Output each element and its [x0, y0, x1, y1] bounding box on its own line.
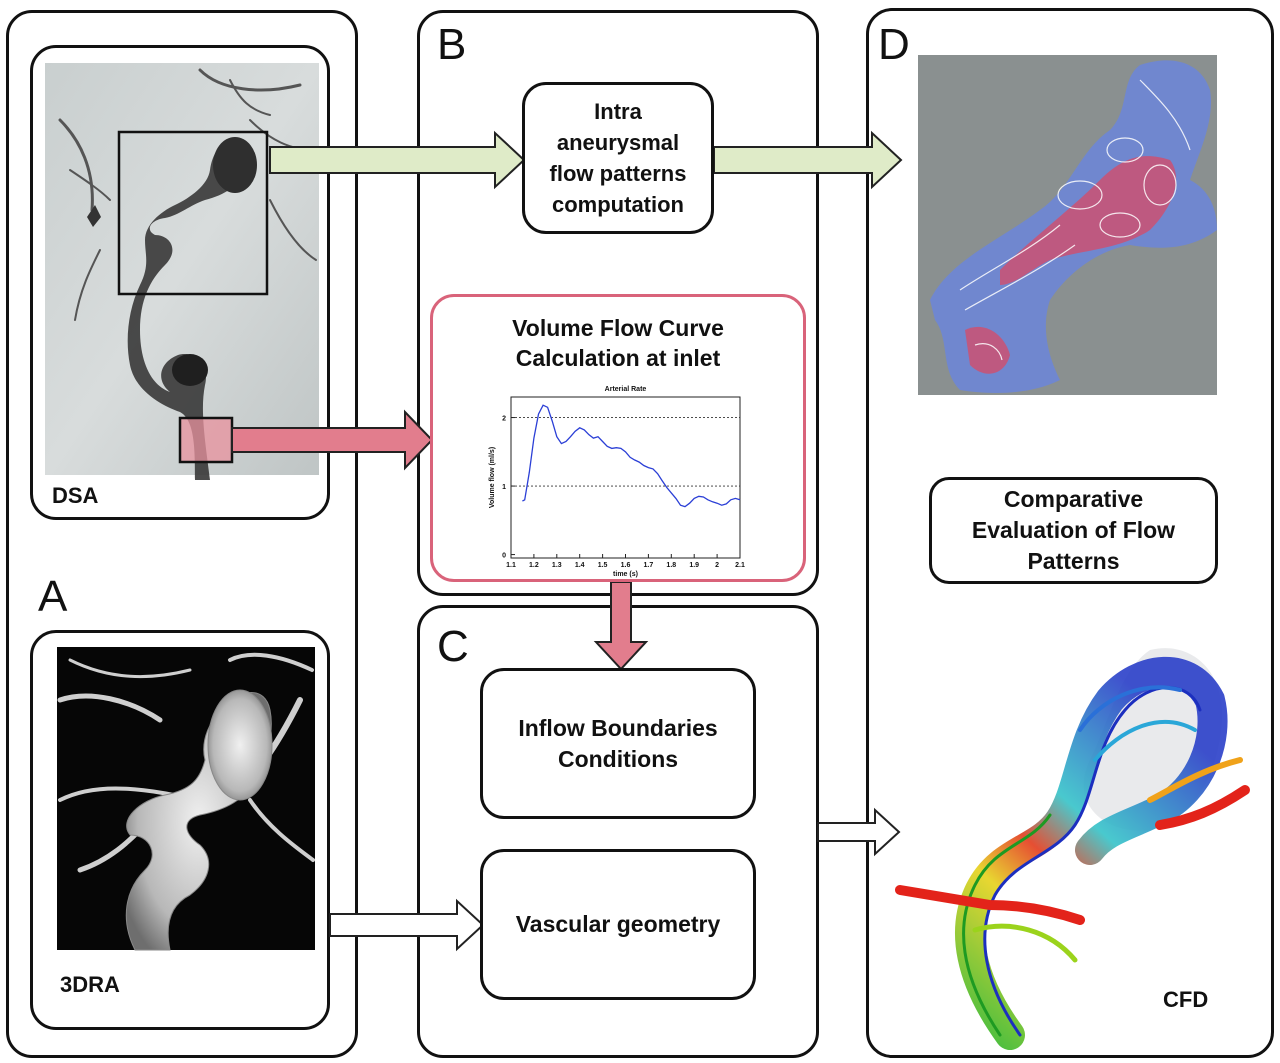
dsa-selection-box: [117, 130, 269, 296]
panel-a-letter: A: [38, 572, 68, 621]
cfd-image: [895, 648, 1250, 1050]
dsa-caption: DSA: [52, 483, 99, 508]
chart-xtick-label: 1.1: [506, 562, 516, 569]
chart-xtick-label: 2.1: [735, 562, 745, 569]
chart-plot-area: [510, 396, 741, 559]
chart-xtick-label: 1.4: [575, 562, 585, 569]
chart-ylabel: Volume flow (ml/s): [489, 447, 496, 508]
chart-ytick-label: 0: [502, 553, 506, 560]
chart-ytick-label: 1: [502, 484, 506, 491]
chart-xtick-label: 1.5: [598, 562, 608, 569]
arrow-volume-flow-to-inflow: [593, 581, 649, 671]
flow-field-image: [918, 55, 1217, 395]
chart-xtick-label: 1.3: [552, 562, 562, 569]
rra-caption: 3DRA: [60, 972, 120, 997]
volume-flow-title: Volume Flow Curve Calculation at inlet: [512, 315, 724, 371]
chart-xtick-label: 2: [715, 562, 719, 569]
arrow-rra-to-geometry: [329, 898, 485, 952]
arrow-flow-patterns-to-d: [713, 130, 903, 190]
chart-title: Arterial Rate: [605, 386, 647, 393]
chart-xtick-label: 1.2: [529, 562, 539, 569]
flow-patterns-box: Intra aneurysmal flow patterns computati…: [522, 82, 714, 234]
arrow-dsa-to-flow-patterns: [269, 130, 526, 190]
chart-ytick-label: 2: [502, 416, 506, 423]
vascular-geometry-box: Vascular geometry: [480, 849, 756, 1000]
chart-xtick-label: 1.6: [621, 562, 631, 569]
rra-image: [57, 647, 315, 951]
arterial-rate-chart: 0 1 2 1.1 1.2 1.3 1.4 1.5 1.6 1.7 1.8 1.9 2 2.1 Arteri…: [489, 386, 745, 578]
panel-d-letter: D: [878, 20, 910, 69]
cfd-caption: CFD: [1163, 987, 1209, 1012]
arrow-c-to-d: [817, 807, 901, 857]
panel-c-letter: C: [437, 622, 469, 671]
dsa-inlet-box: [178, 416, 234, 464]
chart-xtick-label: 1.9: [689, 562, 699, 569]
chart-xtick-label: 1.8: [666, 562, 676, 569]
arrow-inlet-to-volume-flow: [231, 409, 434, 471]
panel-b-letter: B: [437, 20, 467, 69]
chart-xtick-label: 1.7: [644, 562, 654, 569]
inflow-box: Inflow Boundaries Conditions: [480, 668, 756, 819]
volume-flow-box: Volume Flow Curve Calculation at inlet 0…: [430, 294, 806, 582]
chart-xlabel: time (s): [613, 571, 638, 578]
comparative-box: Comparative Evaluation of Flow Patterns: [929, 477, 1218, 584]
chart-series-line: [522, 404, 741, 508]
